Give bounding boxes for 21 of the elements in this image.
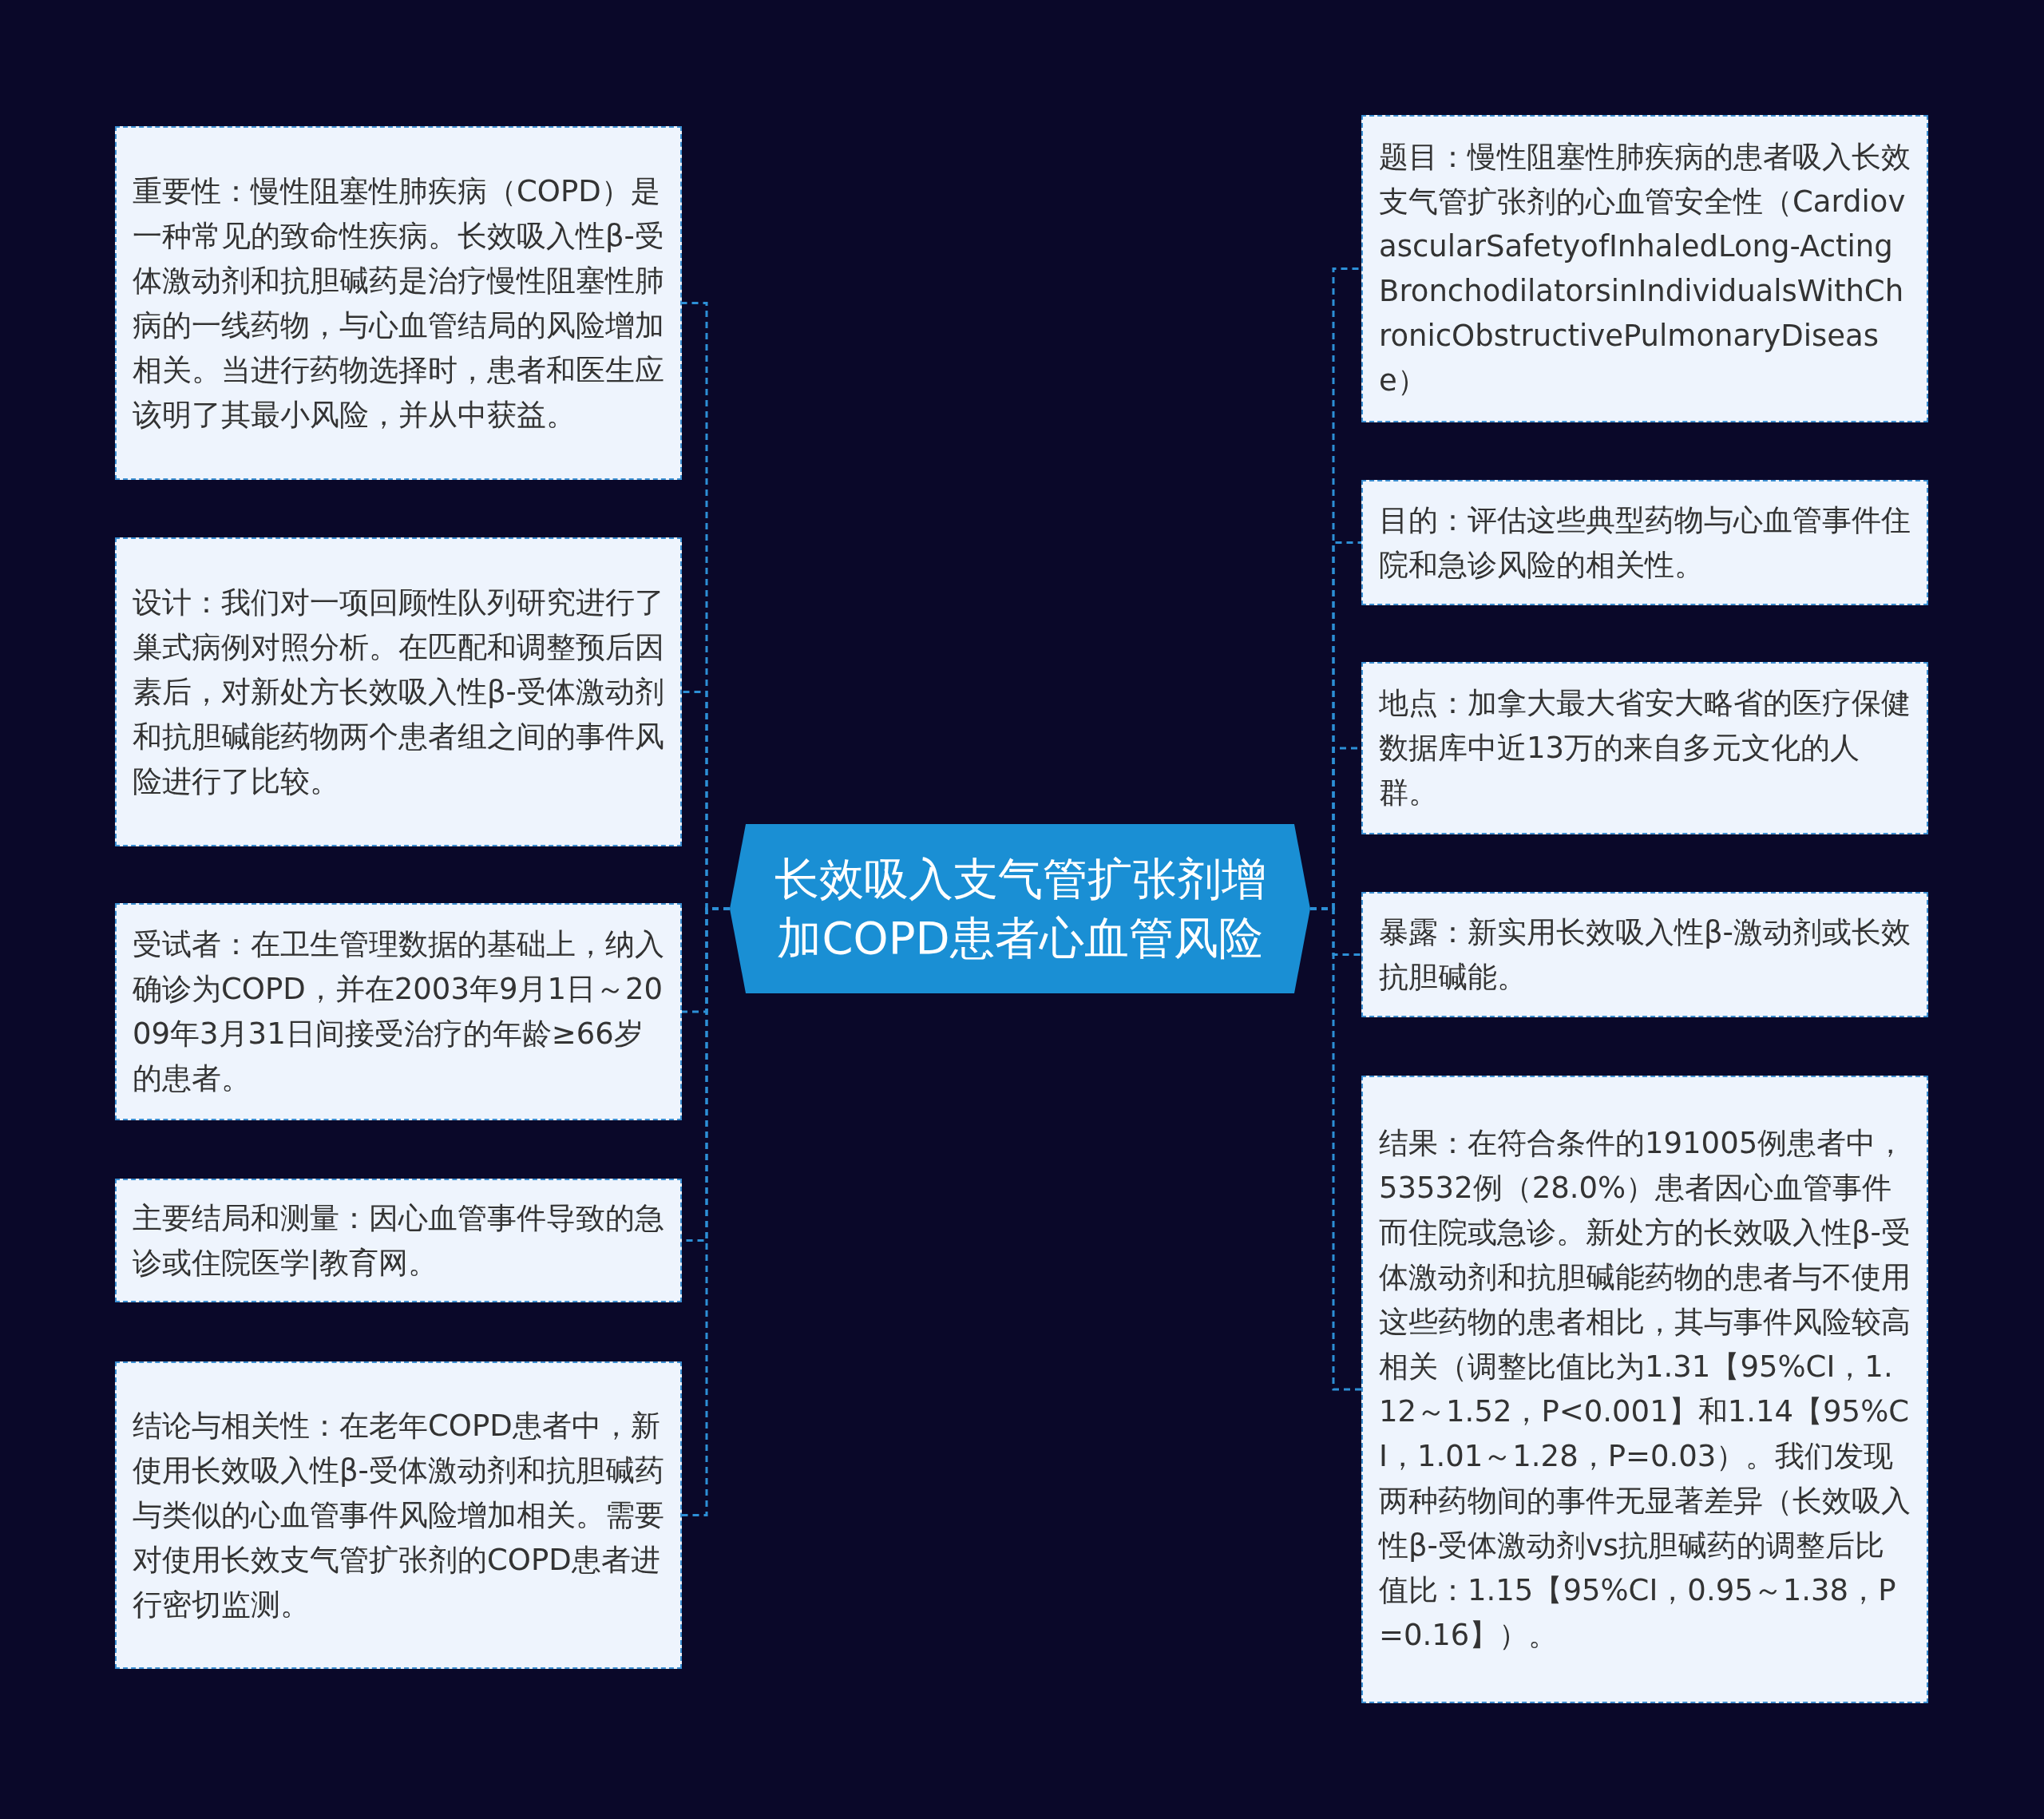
- card-text: 受试者：在卫生管理数据的基础上，纳入确诊为COPD，并在2003年9月1日～2009年3月31日间接受治疗的年龄≥66岁的患者。: [133, 926, 664, 1097]
- info-card: [1361, 115, 1928, 422]
- info-card: [115, 1179, 682, 1302]
- card-text: 重要性：慢性阻塞性肺疾病（COPD）是一种常见的致命性疾病。长效吸入性β-受体激动剂和抗胆碱药是治疗慢性阻塞性肺病的一线药物，与心血管结局的风险增加相关。当进行药物选择时，患者和医生应该明了其最小风险，并从中获益。: [133, 172, 664, 434]
- card-text: 题目：慢性阻塞性肺疾病的患者吸入长效支气管扩张剂的心血管安全性（CardiovascularSafetyofInhaledLong-ActingBronchodilatorsinIndividualsWithChronicObstructivePulmonaryDisease）: [1379, 138, 1911, 399]
- card-text: 设计：我们对一项回顾性队列研究进行了巢式病例对照分析。在匹配和调整预后因素后，对新处方长效吸入性β-受体激动剂和抗胆碱能药物两个患者组之间的事件风险进行了比较。: [133, 584, 664, 800]
- card-text: 地点：加拿大最大省安大略省的医疗保健数据库中近13万的来自多元文化的人群。: [1379, 685, 1911, 811]
- card-text: 目的：评估这些典型药物与心血管事件住院和急诊风险的相关性。: [1379, 501, 1911, 584]
- card-text: 暴露：新实用长效吸入性β-激动剂或长效抗胆碱能。: [1379, 913, 1911, 996]
- card-text: 主要结局和测量：因心血管事件导致的急诊或住院医学|教育网。: [133, 1199, 664, 1282]
- info-card: [1361, 662, 1928, 834]
- info-card: [1361, 1076, 1928, 1703]
- info-card: [115, 903, 682, 1120]
- topic-title: 长效吸入支气管扩张剂增加COPD患者心血管风险: [773, 852, 1267, 965]
- info-card: [115, 126, 682, 480]
- info-card: [115, 537, 682, 846]
- card-text: 结论与相关性：在老年COPD患者中，新使用长效吸入性β-受体激动剂和抗胆碱药与类似的心血管事件风险增加相关。需要对使用长效支气管扩张剂的COPD患者进行密切监测。: [133, 1407, 664, 1623]
- info-card: [1361, 892, 1928, 1017]
- info-card: [1361, 480, 1928, 605]
- info-card: [115, 1361, 682, 1669]
- card-text: 结果：在符合条件的191005例患者中，53532例（28.0%）患者因心血管事件而住院或急诊。新处方的长效吸入性β-受体激动剂和抗胆碱能药物的患者与不使用这些药物的患者相比，其与事件风险较高相关（调整比值比为1.31【95%CI，1.12～1.52，P<0.001】和1.14【95%CI，1.01～1.28，P=0.03）。我们发现两种药物间的事件无显著差异（长效吸入性β-受体激动剂vs抗胆碱药的调整后比值比：1.15【95%CI，0.95～1.38，P=0.16】）。: [1379, 1125, 1911, 1654]
